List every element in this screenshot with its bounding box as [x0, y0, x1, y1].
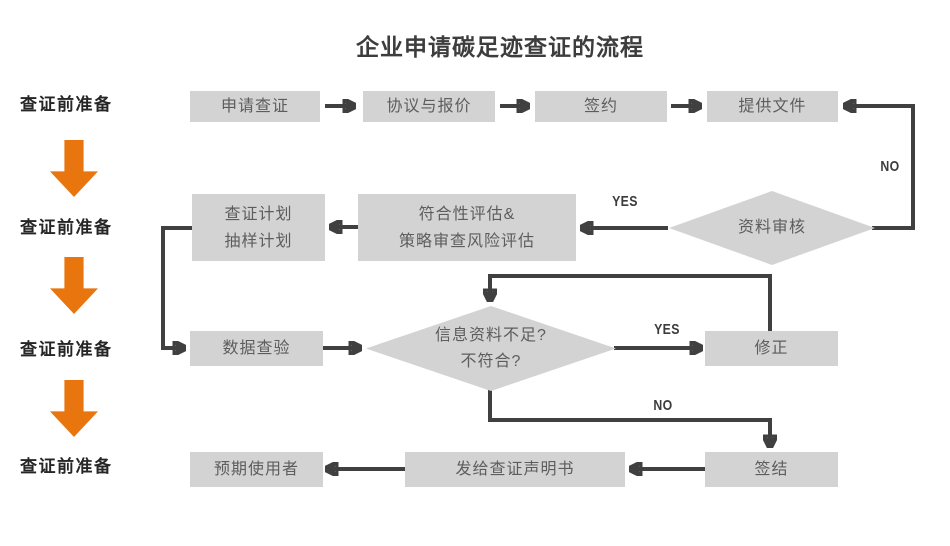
node-label: 签约: [583, 98, 618, 115]
stage-label-4: 查证前准备: [20, 457, 113, 476]
stage-down-arrow-icon: [50, 257, 98, 314]
node-label-line2: 不符合?: [460, 352, 522, 370]
node-agreement-quotation: 协议与报价: [363, 91, 495, 122]
node-label: 资料审核: [737, 219, 806, 236]
node-label: 提供文件: [738, 98, 807, 115]
node-label: 签结: [754, 461, 789, 478]
node-revise: 修正: [705, 331, 838, 366]
decision-insufficient-info: 信息资料不足? 不符合?: [366, 306, 616, 391]
branch-label-yes: YES: [612, 193, 638, 210]
node-label-line1: 查证计划: [224, 205, 293, 223]
node-label-line2: 抽样计划: [224, 232, 293, 250]
node-data-check: 数据查验: [190, 331, 323, 366]
node-label: 申请查证: [220, 98, 289, 115]
stage-down-arrow-icon: [50, 380, 98, 437]
decision-document-review: 资料审核: [669, 191, 875, 265]
connector-plan-to-datacheck: [161, 226, 192, 348]
stage-label-2: 查证前准备: [20, 218, 113, 237]
node-label-line2: 策略审查风险评估: [398, 232, 535, 250]
node-label: 协议与报价: [386, 98, 472, 115]
node-label-line1: 信息资料不足?: [435, 326, 547, 344]
node-sign-contract: 签约: [535, 91, 667, 122]
node-issue-verification-statement: 发给查证声明书: [405, 452, 625, 487]
node-intended-users: 预期使用者: [190, 452, 323, 487]
node-label: 预期使用者: [213, 461, 299, 478]
node-close-out: 签结: [705, 452, 838, 487]
node-label: 修正: [754, 340, 789, 357]
stage-down-arrow-icon: [50, 140, 98, 197]
connector-insufficient-no-to-close: [488, 389, 770, 444]
page-title: 企业申请碳足迹查证的流程: [356, 34, 644, 60]
node-label-line1: 符合性评估&: [418, 205, 516, 223]
node-apply-verification: 申请查证: [190, 91, 320, 122]
node-label: 数据查验: [222, 340, 291, 357]
node-provide-documents: 提供文件: [707, 91, 838, 122]
branch-label-yes: YES: [654, 321, 680, 338]
stage-label-1: 查证前准备: [20, 95, 113, 114]
node-label: 发给查证声明书: [455, 461, 575, 478]
node-verification-sampling-plan: 查证计划 抽样计划: [192, 194, 325, 261]
branch-label-no: NO: [653, 397, 673, 414]
stage-label-3: 查证前准备: [20, 340, 113, 359]
branch-label-no: NO: [880, 158, 900, 175]
node-compliance-risk-assessment: 符合性评估& 策略审查风险评估: [358, 194, 576, 261]
